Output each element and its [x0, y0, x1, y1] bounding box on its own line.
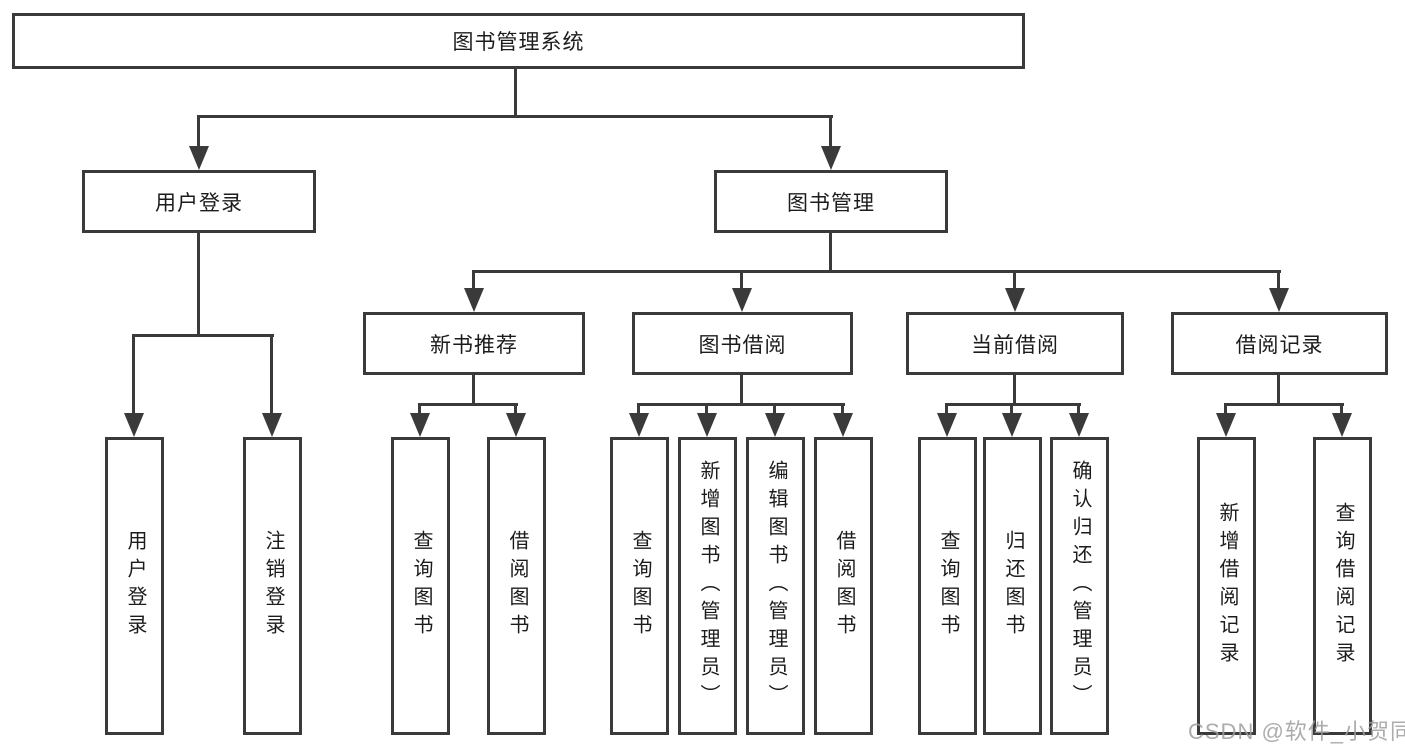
node-current-borrowing: 当前借阅 [906, 312, 1124, 375]
connector-vline [1277, 271, 1280, 298]
arrowhead-down-icon [629, 413, 649, 437]
node-new-book-recommend: 新书推荐 [363, 312, 585, 375]
arrowhead-down-icon [765, 413, 785, 437]
node-user-login-action: 用户登录 [105, 437, 164, 735]
arrowhead-down-icon [833, 413, 853, 437]
connector-hline [637, 403, 845, 406]
connector-vline [1013, 375, 1016, 406]
node-root-system: 图书管理系统 [12, 13, 1025, 69]
connector-vline [829, 116, 832, 152]
arrowhead-down-icon [124, 413, 144, 437]
arrowhead-down-icon [410, 413, 430, 437]
node-br-add-record: 新增借阅记录 [1197, 437, 1256, 735]
arrowhead-down-icon [821, 146, 841, 170]
arrowhead-down-icon [1069, 413, 1089, 437]
connector-hline [945, 403, 1081, 406]
connector-vline [270, 335, 273, 424]
connector-hline [1224, 403, 1344, 406]
node-nb-query-books: 查询图书 [391, 437, 450, 735]
node-book-borrowing: 图书借阅 [632, 312, 853, 375]
connector-vline [740, 375, 743, 406]
arrowhead-down-icon [937, 413, 957, 437]
node-cb-confirm-return-admin: 确认归还（管理员） [1050, 437, 1109, 735]
node-cb-query-books: 查询图书 [918, 437, 977, 735]
watermark: CSDN @软件_小贺同学 [1188, 719, 1405, 744]
connector-vline [1277, 375, 1280, 406]
arrowhead-down-icon [189, 146, 209, 170]
node-borrowing-records: 借阅记录 [1171, 312, 1388, 375]
node-bb-edit-books-admin: 编辑图书（管理员） [746, 437, 805, 735]
arrowhead-down-icon [1005, 288, 1025, 312]
arrowhead-down-icon [1269, 288, 1289, 312]
arrowhead-down-icon [464, 288, 484, 312]
arrowhead-down-icon [506, 413, 526, 437]
node-nb-borrow-books: 借阅图书 [487, 437, 546, 735]
connector-hline [472, 270, 1281, 273]
node-user-login: 用户登录 [82, 170, 316, 233]
connector-vline [740, 271, 743, 298]
connector-vline [197, 116, 200, 152]
node-cb-return-books: 归还图书 [983, 437, 1042, 735]
arrowhead-down-icon [1332, 413, 1352, 437]
connector-vline [514, 69, 517, 118]
node-bb-borrow-books: 借阅图书 [814, 437, 873, 735]
arrowhead-down-icon [262, 413, 282, 437]
connector-vline [472, 375, 475, 406]
connector-vline [197, 233, 200, 337]
node-bb-add-books-admin: 新增图书（管理员） [678, 437, 737, 735]
arrowhead-down-icon [697, 413, 717, 437]
connector-vline [472, 271, 475, 298]
node-bb-query-books: 查询图书 [610, 437, 669, 735]
connector-vline [1013, 271, 1016, 298]
connector-hline [197, 115, 833, 118]
arrowhead-down-icon [732, 288, 752, 312]
arrowhead-down-icon [1216, 413, 1236, 437]
connector-hline [418, 403, 518, 406]
connector-vline [132, 335, 135, 424]
node-book-management: 图书管理 [714, 170, 948, 233]
arrowhead-down-icon [1002, 413, 1022, 437]
connector-vline [829, 233, 832, 273]
node-br-query-record: 查询借阅记录 [1313, 437, 1372, 735]
connector-hline [132, 334, 274, 337]
node-logout-action: 注销登录 [243, 437, 302, 735]
